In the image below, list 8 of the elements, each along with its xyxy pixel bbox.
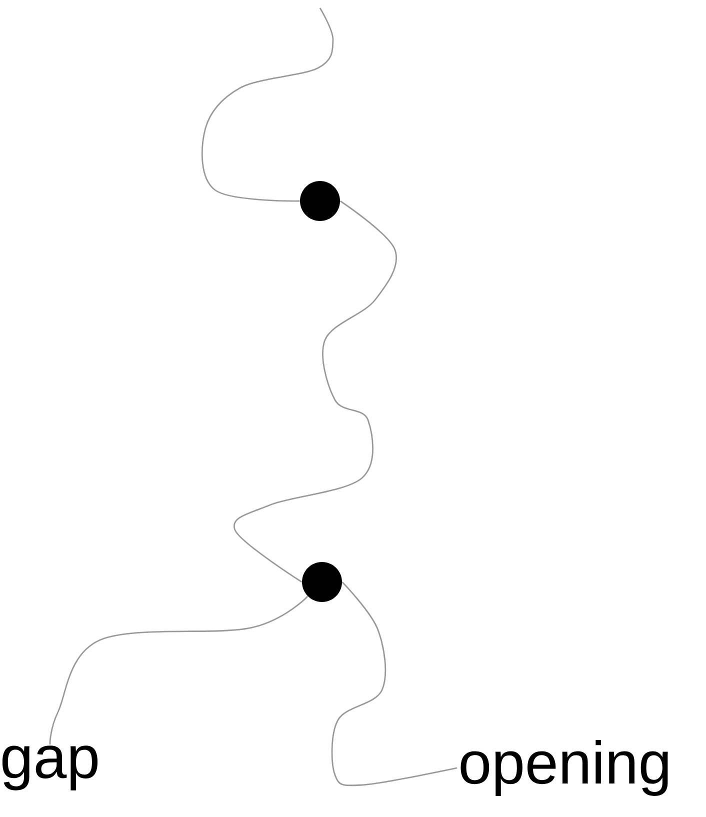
word-label: gap xyxy=(2,746,98,790)
dot xyxy=(300,181,340,221)
curved-line xyxy=(234,200,397,583)
word-label: opening xyxy=(460,740,668,796)
dot xyxy=(302,562,342,602)
curved-line xyxy=(202,8,334,202)
curved-line xyxy=(49,596,308,744)
curved-line xyxy=(331,582,458,786)
